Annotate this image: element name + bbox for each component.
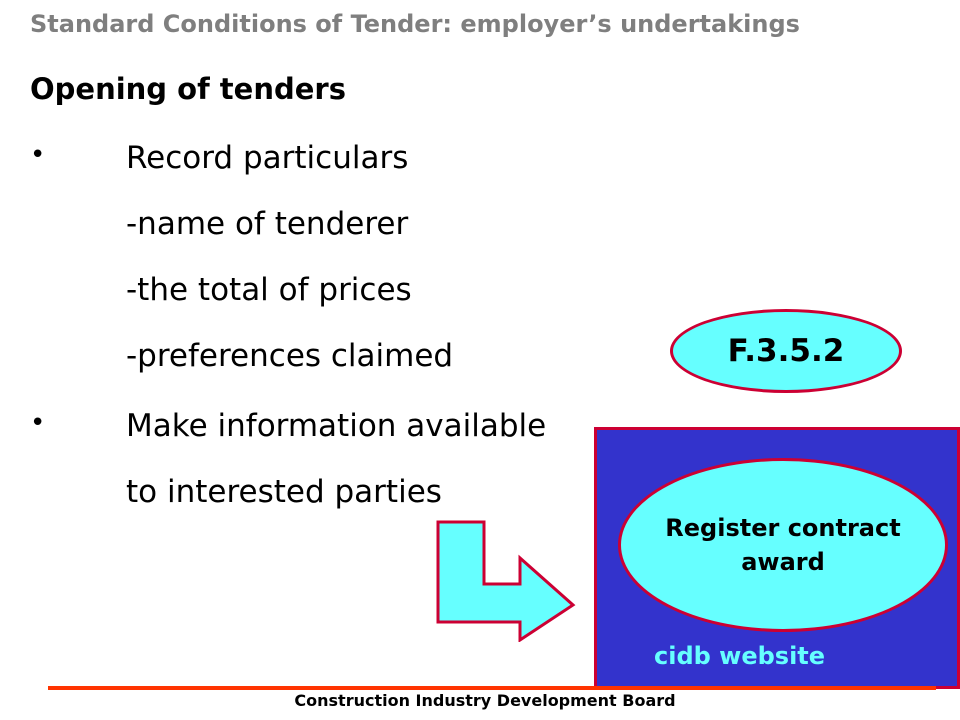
line-total-of-prices: -the total of prices xyxy=(126,272,412,308)
bullet-2: • xyxy=(30,408,46,438)
line-interested-parties: to interested parties xyxy=(126,474,442,510)
line-make-information-available: Make information available xyxy=(126,408,547,444)
footer-rule xyxy=(48,686,936,690)
line-preferences-claimed: -preferences claimed xyxy=(126,338,454,374)
section-heading: Opening of tenders xyxy=(30,72,346,106)
register-award-oval: Register contract award xyxy=(618,458,948,632)
slide-header: Standard Conditions of Tender: employer’… xyxy=(30,10,800,38)
line-name-of-tenderer: -name of tenderer xyxy=(126,206,409,242)
bullet-1: • xyxy=(30,140,46,170)
register-award-line-1: Register contract xyxy=(665,514,901,542)
line-record-particulars: Record particulars xyxy=(126,140,409,176)
cidb-website-label: cidb website xyxy=(654,642,826,670)
footer-organization: Construction Industry Development Board xyxy=(294,691,676,710)
clause-reference-oval: F.3.5.2 xyxy=(670,309,902,393)
bent-arrow-right-icon xyxy=(436,520,576,642)
register-award-line-2: award xyxy=(741,548,825,576)
